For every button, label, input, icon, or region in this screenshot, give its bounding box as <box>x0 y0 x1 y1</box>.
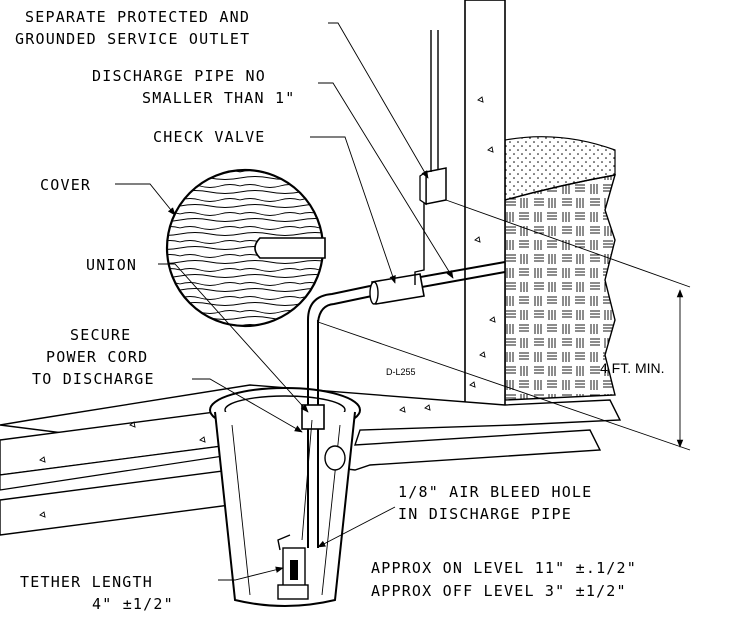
height-dimension <box>317 199 691 451</box>
label-off-level: APPROX OFF LEVEL 3" ±1/2" <box>371 582 627 600</box>
label-secure-line2: POWER CORD <box>46 348 148 366</box>
slab-aggregate-marks <box>39 404 431 518</box>
leader-lines <box>115 22 454 581</box>
label-tether-line1: TETHER LENGTH <box>20 573 153 591</box>
basin-body <box>214 411 356 607</box>
label-bleed-line1: 1/8" AIR BLEED HOLE <box>398 483 592 501</box>
label-outlet-line1: SEPARATE PROTECTED AND <box>25 8 250 26</box>
label-discharge-line1: DISCHARGE PIPE NO <box>92 67 266 85</box>
power-cord-upper <box>414 195 425 285</box>
wall-aggregate-marks <box>469 96 496 388</box>
check-valve <box>369 273 425 305</box>
foundation-block <box>504 174 616 401</box>
pipe-elbow <box>307 285 373 323</box>
basin-cover <box>165 168 326 328</box>
power-cord-in-basin <box>301 419 313 541</box>
label-secure-line3: TO DISCHARGE <box>32 370 155 388</box>
label-check-valve: CHECK VALVE <box>153 128 266 146</box>
label-bleed-line2: IN DISCHARGE PIPE <box>398 505 572 523</box>
label-tether-line2: 4" ±1/2" <box>92 595 174 613</box>
label-height-dimension: 4 FT. MIN. <box>600 360 665 376</box>
label-discharge-line2: SMALLER THAN 1" <box>142 89 295 107</box>
label-secure-line1: SECURE <box>70 326 131 344</box>
concrete-wall <box>464 0 506 416</box>
inlet-hub <box>324 445 346 471</box>
label-outlet-line2: GROUNDED SERVICE OUTLET <box>15 30 250 48</box>
model-code: D-L255 <box>386 367 416 377</box>
label-on-level: APPROX ON LEVEL 11" ±.1/2" <box>371 559 637 577</box>
label-cover: COVER <box>40 176 91 194</box>
label-union: UNION <box>86 256 137 274</box>
service-outlet <box>419 30 447 206</box>
